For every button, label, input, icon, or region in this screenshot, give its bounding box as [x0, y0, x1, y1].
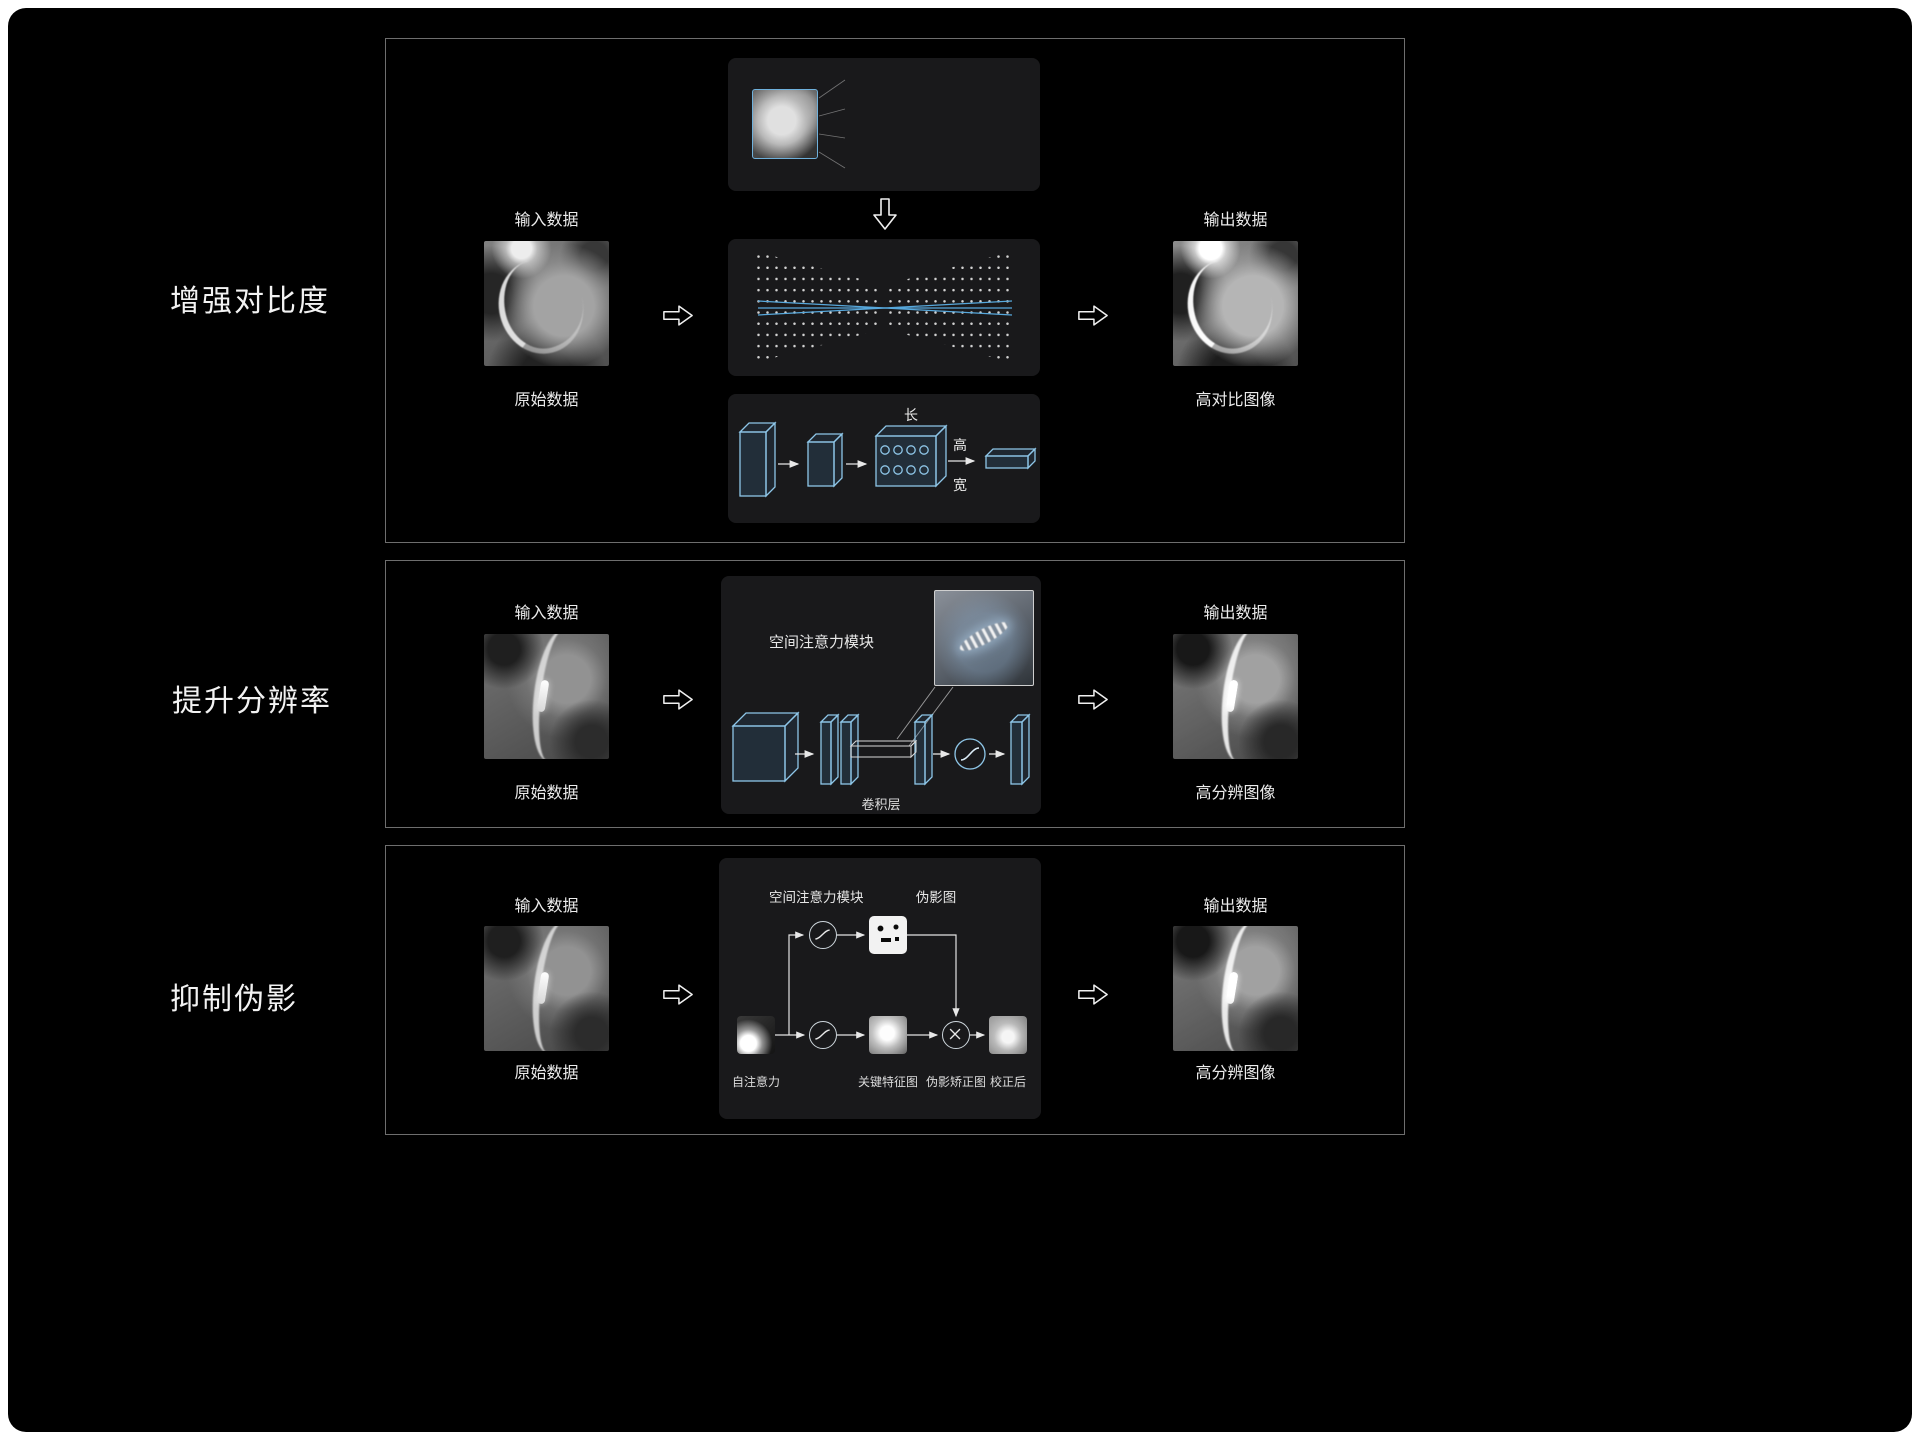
- output-data-caption: 高分辨图像: [1195, 783, 1276, 802]
- conv-box-3: [874, 424, 948, 488]
- right-arrow-icon: [1078, 689, 1108, 710]
- dim-width-label: 宽: [953, 477, 967, 494]
- down-arrow-icon: [873, 198, 897, 230]
- key-feature-image: [869, 1016, 907, 1054]
- attention-module-label: 空间注意力模块: [769, 633, 875, 651]
- dim-height-label: 高: [953, 437, 967, 454]
- artifact-flow-panel: 空间注意力模块 伪影图: [719, 858, 1041, 1119]
- slab-c: [913, 713, 934, 786]
- row-label-super-resolution: 提升分辨率: [172, 684, 332, 719]
- input-ct-image: [484, 634, 609, 759]
- input-data-caption: 原始数据: [514, 390, 579, 409]
- artifact-map-label: 伪影图: [915, 890, 957, 906]
- panel-enhance-contrast: 输入数据 原始数据 输出数据 高对比图像: [385, 38, 1405, 543]
- output-data-title: 输出数据: [1203, 603, 1268, 622]
- artifact-map-image: [869, 916, 907, 954]
- slab-b: [839, 713, 860, 786]
- output-data-caption: 高分辨图像: [1195, 1063, 1276, 1082]
- attention-blocks-drawing: [731, 686, 1031, 786]
- output-flat-box: [984, 447, 1037, 470]
- input-cube: [731, 711, 800, 783]
- input-data-caption: 原始数据: [514, 1063, 579, 1082]
- corrected-image: [989, 1016, 1027, 1054]
- self-attention-image: [737, 1016, 775, 1054]
- step-label-corrected: 校正后: [989, 1075, 1026, 1089]
- sigmoid-icon: [954, 738, 986, 770]
- output-data-caption: 高对比图像: [1195, 390, 1276, 409]
- conv-box-2: [806, 432, 844, 488]
- zoom-inset-image: [934, 590, 1034, 686]
- input-data-title: 输入数据: [514, 603, 579, 622]
- conv-blocks-drawing: 长 高 宽: [738, 408, 1037, 498]
- network-connections: [757, 300, 1013, 316]
- multiply-icon: [942, 1021, 970, 1049]
- input-data-title: 输入数据: [514, 896, 579, 915]
- right-arrow-icon: [663, 689, 693, 710]
- input-ct-image: [484, 241, 609, 366]
- step-label-key-feature: 关键特征图: [857, 1075, 918, 1089]
- right-arrow-icon: [663, 984, 693, 1005]
- sigmoid-icon: [809, 921, 837, 949]
- conv-box-1: [738, 421, 777, 498]
- output-ct-image: [1173, 241, 1298, 366]
- thin-feature-cuboid: [849, 739, 918, 759]
- output-ct-image: [1173, 634, 1298, 759]
- output-data-title: 输出数据: [1203, 896, 1268, 915]
- slab-a: [819, 713, 840, 786]
- flow-connectors: [775, 931, 986, 1039]
- panel-super-resolution: 输入数据 原始数据 空间注意力模块: [385, 560, 1405, 828]
- fan-lines: [818, 79, 846, 169]
- panel-artifact-suppression: 输入数据 原始数据 空间注意力模块 伪影图: [385, 845, 1405, 1135]
- feature-map-panel: [728, 58, 1040, 191]
- sigmoid-icon: [809, 1021, 837, 1049]
- right-arrow-icon: [663, 305, 693, 326]
- network-dots-panel: [728, 239, 1040, 376]
- step-label-artifact-correction: 伪影矫正图: [925, 1075, 986, 1089]
- right-arrow-icon: [1078, 984, 1108, 1005]
- conv-layer-label: 卷积层: [861, 798, 901, 813]
- row-label-enhance-contrast: 增强对比度: [170, 284, 330, 319]
- step-label-self-attention: 自注意力: [731, 1075, 780, 1089]
- ct-thumbnail: [752, 89, 818, 159]
- conv-blocks-panel: 长 高 宽: [728, 394, 1040, 523]
- spatial-attention-panel: 空间注意力模块: [721, 576, 1041, 814]
- output-ct-image: [1173, 926, 1298, 1051]
- attention-module-label: 空间注意力模块: [769, 890, 864, 906]
- input-ct-image: [484, 926, 609, 1051]
- input-data-title: 输入数据: [514, 210, 579, 229]
- dim-length-label: 长: [904, 408, 918, 424]
- output-data-title: 输出数据: [1203, 210, 1268, 229]
- right-arrow-icon: [1078, 305, 1108, 326]
- row-label-artifact-suppression: 抑制伪影: [170, 982, 298, 1017]
- input-data-caption: 原始数据: [514, 783, 579, 802]
- slab-d: [1009, 713, 1031, 786]
